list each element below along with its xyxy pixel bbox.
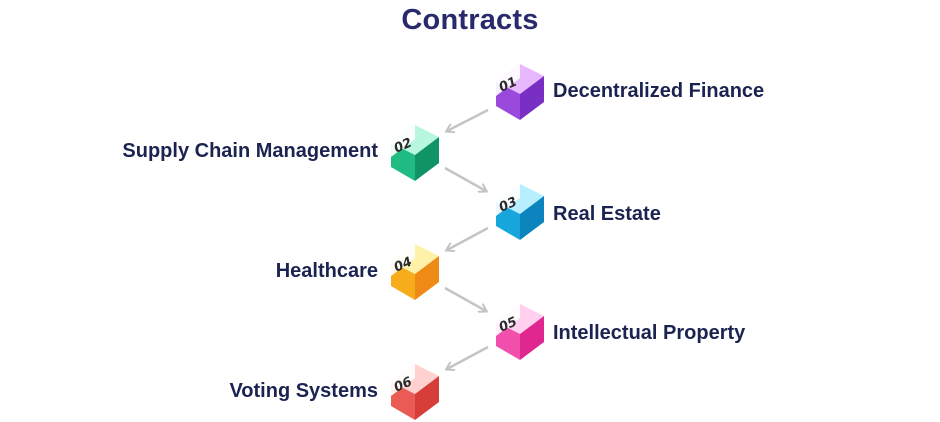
step-06-cube: 06 [385, 360, 443, 422]
cube-right-face [415, 137, 439, 181]
cube-right-face [520, 316, 544, 360]
step-03-cube: 03 [490, 180, 548, 242]
arrow-02-to-03 [444, 166, 486, 191]
step-03-label: Real Estate [553, 203, 661, 225]
step-04-label: Healthcare [275, 260, 378, 282]
cube-number-face [391, 364, 415, 396]
step-number: 05 [497, 314, 520, 335]
cube-number-face [496, 304, 520, 336]
step-number: 02 [392, 135, 415, 156]
step-05-cube: 05 [490, 300, 548, 362]
diagram-title: Contracts [401, 4, 539, 36]
cube-number-face [496, 64, 520, 96]
step-01-label: Decentralized Finance [553, 80, 765, 102]
step-04-cube: 04 [385, 240, 443, 302]
connector-arrows [444, 108, 489, 400]
arrow-05-to-06 [447, 345, 489, 369]
cube-right-face [520, 196, 544, 240]
step-05-label: Intellectual Property [553, 322, 746, 344]
cube-number-face [391, 125, 415, 157]
arrow-01-to-02 [447, 108, 489, 131]
step-02-label: Supply Chain Management [122, 140, 378, 162]
cube-right-face [415, 256, 439, 300]
step-number: 06 [392, 374, 415, 395]
step-06-label: Voting Systems [229, 380, 378, 402]
step-number: 03 [497, 194, 520, 215]
cube-number-face [496, 184, 520, 216]
cube-right-face [520, 76, 544, 120]
step-01-cube: 01 [490, 60, 548, 122]
step-number: 01 [497, 74, 520, 95]
arrow-03-to-04 [447, 226, 489, 250]
cube-number-face [391, 244, 415, 276]
step-number: 04 [392, 254, 415, 275]
arrow-04-to-05 [444, 286, 486, 311]
step-02-cube: 02 [385, 121, 443, 183]
